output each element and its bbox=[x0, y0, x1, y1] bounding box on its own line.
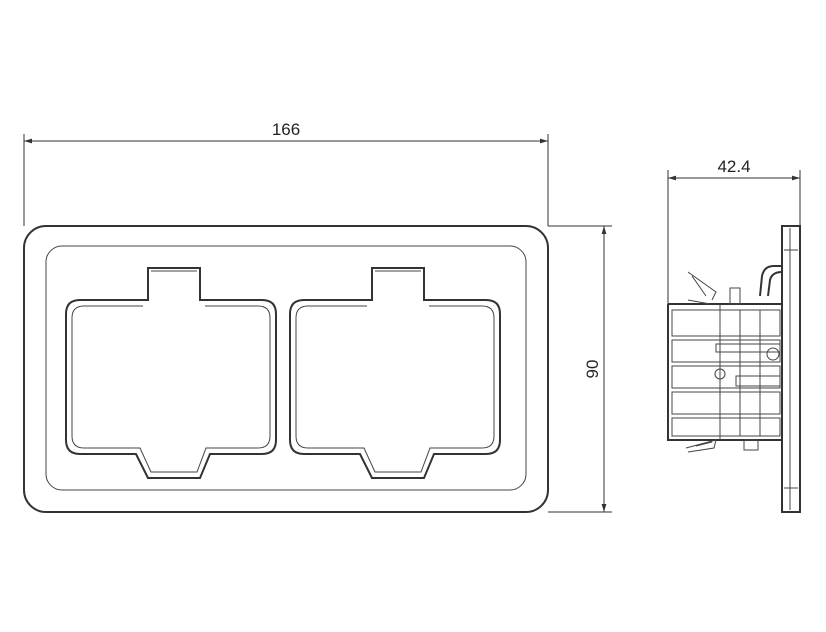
side-view: 42.4 bbox=[667, 157, 801, 513]
frame-inner-outline bbox=[45, 245, 527, 491]
height-dimension: 90 bbox=[548, 225, 612, 513]
socket-cover-right bbox=[289, 267, 501, 479]
height-dimension-label: 90 bbox=[583, 360, 602, 379]
width-dimension: 166 bbox=[23, 120, 549, 226]
frame-outer-outline bbox=[23, 225, 549, 513]
front-view: 166 90 bbox=[23, 120, 612, 513]
socket-cover-left bbox=[65, 267, 277, 479]
side-socket-body bbox=[667, 265, 783, 453]
depth-dimension: 42.4 bbox=[667, 157, 801, 304]
depth-dimension-label: 42.4 bbox=[717, 157, 750, 176]
width-dimension-label: 166 bbox=[272, 120, 300, 139]
side-frame-plate bbox=[781, 225, 801, 513]
